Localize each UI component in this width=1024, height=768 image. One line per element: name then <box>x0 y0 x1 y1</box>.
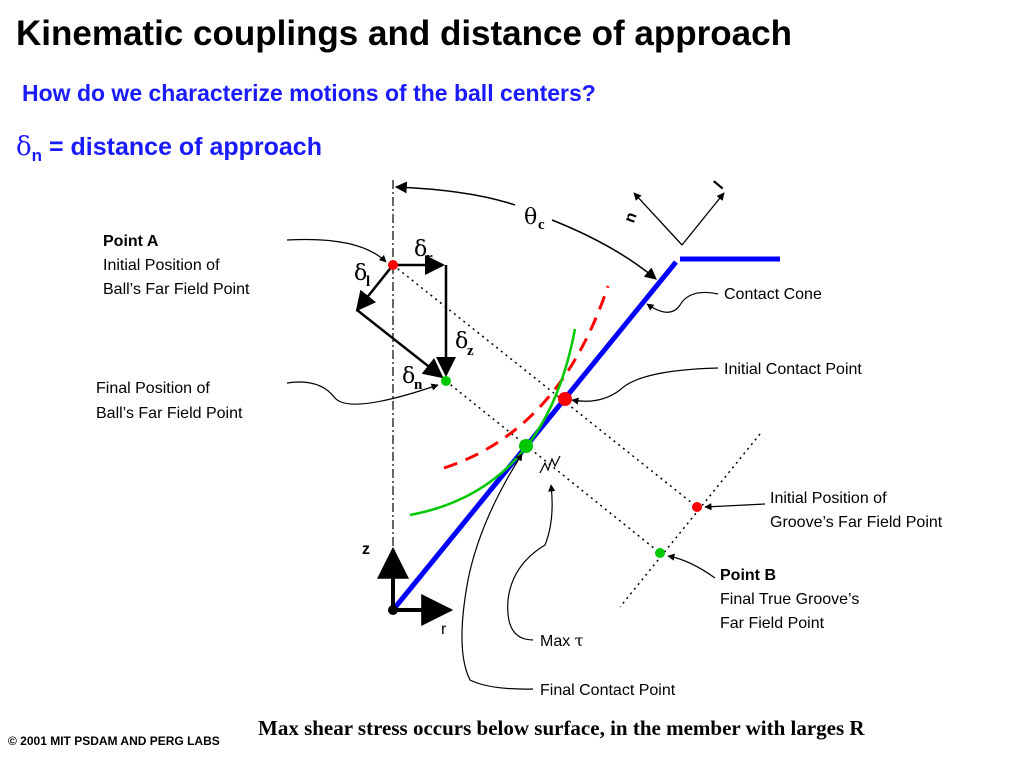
initial-contact-dot <box>558 392 572 406</box>
delta-r-subscript: r <box>426 250 433 266</box>
final-contact-leader <box>461 453 534 690</box>
point-b-title: Point B <box>720 567 776 584</box>
point-a-line1: Initial Position of <box>103 257 220 274</box>
point-b-line2: Far Field Point <box>720 615 825 632</box>
final-contact-label: Final Contact Point <box>540 682 676 699</box>
delta-subscript: n <box>31 146 43 165</box>
delta-n-vector <box>356 309 444 379</box>
ball-final-dot <box>441 376 451 386</box>
delta-n-subscript: n <box>414 377 423 393</box>
shear-stress-note: Max shear stress occurs below surface, i… <box>258 716 865 740</box>
point-b-line1: Final True Groove’s <box>720 591 859 608</box>
slide-subtitle: How do we characterize motions of the ba… <box>22 80 596 106</box>
definition-text: = distance of approach <box>42 133 322 161</box>
initial-contact-leader <box>571 367 719 405</box>
theta-c-arc <box>394 181 516 206</box>
r-axis-label: r <box>441 621 447 638</box>
groove-initial-line1: Initial Position of <box>770 490 887 507</box>
initial-ball-surface <box>443 285 610 470</box>
groove-initial-dot <box>692 502 702 512</box>
frame-n-label: n <box>621 210 640 225</box>
max-tau-text: Max <box>540 633 575 650</box>
max-tau-label: Max τ <box>540 631 584 650</box>
final-ball-line2: Ball’s Far Field Point <box>96 405 243 422</box>
groove-initial-leader <box>704 503 766 511</box>
copyright-footer: © 2001 MIT PSDAM AND PERG LABS <box>8 734 220 748</box>
theta-c-symbol: θ <box>524 205 537 230</box>
groove-dotted-line <box>619 433 761 608</box>
z-axis-label: z <box>362 541 370 558</box>
theta-c-subscript: c <box>538 217 545 233</box>
point-a-dot <box>388 260 398 270</box>
final-ball-line1: Final Position of <box>96 380 210 397</box>
contact-cone-leader <box>646 291 719 313</box>
final-ball-leader <box>286 381 439 405</box>
final-contact-dot <box>519 439 533 453</box>
slide-title: Kinematic couplings and distance of appr… <box>16 14 792 53</box>
initial-contact-label: Initial Contact Point <box>724 361 862 378</box>
delta-l-symbol: δ <box>354 261 367 286</box>
max-tau-leader <box>507 484 556 641</box>
delta-n-symbol: δ <box>402 364 415 389</box>
theta-c-arc-lower <box>551 219 657 280</box>
definition-line: δn = distance of approach <box>16 132 322 166</box>
delta-symbol: δ <box>16 132 32 162</box>
delta-l-vector <box>355 264 394 312</box>
point-b-leader <box>667 553 716 579</box>
point-b-dot <box>655 548 665 558</box>
ball-final-dotted-line <box>445 380 661 554</box>
max-shear-marker <box>539 455 561 474</box>
groove-initial-line2: Groove’s Far Field Point <box>770 514 943 531</box>
contact-cone-label: Contact Cone <box>724 286 822 303</box>
delta-z-symbol: δ <box>455 329 468 354</box>
frame-l-axis <box>681 192 725 246</box>
ball-initial-dotted-line <box>392 264 698 508</box>
max-tau-symbol: τ <box>575 631 584 650</box>
delta-z-subscript: z <box>467 343 474 359</box>
delta-l-subscript: l <box>366 274 370 290</box>
point-a-title: Point A <box>103 233 159 250</box>
point-a-line2: Ball’s Far Field Point <box>103 281 250 298</box>
delta-r-symbol: δ <box>414 237 427 262</box>
frame-n-axis <box>633 192 683 246</box>
point-a-leader <box>286 238 387 263</box>
frame-l-label: l <box>711 179 727 193</box>
